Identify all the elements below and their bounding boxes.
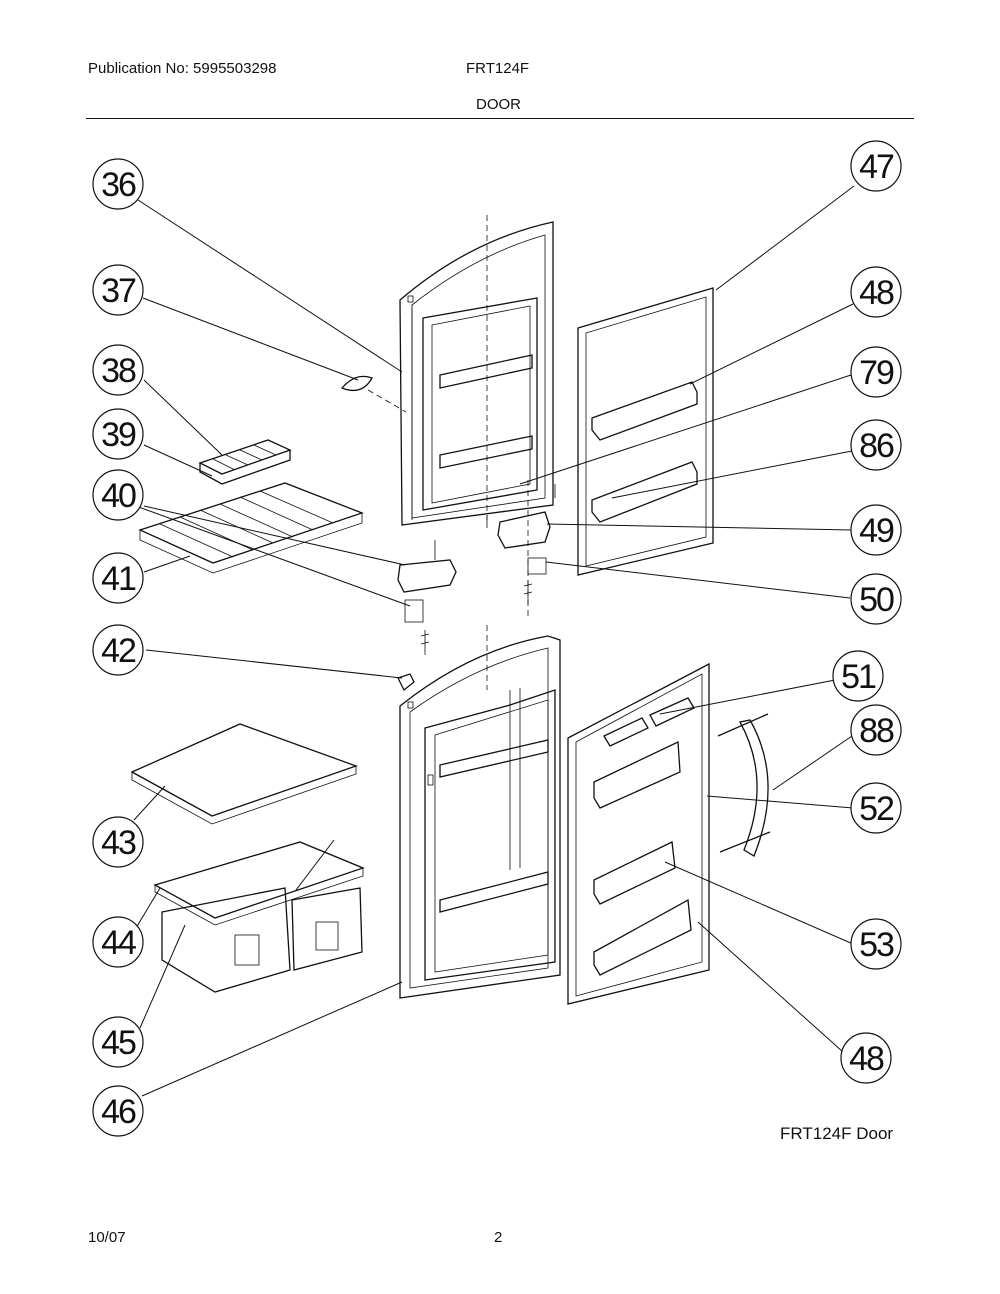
callout-circle: [92, 158, 144, 210]
callout-label: 52: [859, 790, 894, 828]
callout-46: 46: [92, 1085, 144, 1137]
door-handle: [717, 713, 771, 857]
callout-label: 53: [859, 926, 894, 964]
callout-circle: [840, 1032, 892, 1084]
callout-label: 45: [101, 1024, 136, 1062]
callout-49: 49: [850, 504, 902, 556]
callout-label: 36: [101, 166, 136, 204]
callout-label: 88: [859, 712, 894, 750]
callout-label: 40: [101, 477, 136, 515]
publication-number: Publication No: 5995503298: [88, 60, 277, 77]
callout-group: 36 37 38 39 40 41 42 43 44 45 46 47 48 79 86 49 50 51 88 52…: [92, 140, 902, 1137]
callout-41: 41: [92, 552, 144, 604]
callout-circle: [92, 1085, 144, 1137]
crisper-cover: [130, 723, 358, 825]
hinge-hardware: [397, 484, 556, 692]
callout-label: 50: [859, 581, 894, 619]
callout-42: 42: [92, 624, 144, 676]
callout-label: 44: [101, 924, 136, 962]
callout-40: 40: [92, 469, 144, 521]
footer-page-number: 2: [494, 1229, 503, 1246]
callout-label: 46: [101, 1093, 136, 1131]
freezer-door-panel: [577, 287, 714, 576]
callout-circle: [92, 344, 144, 396]
callout-51: 51: [832, 650, 884, 702]
ice-tray: [198, 439, 292, 485]
callout-88: 88: [850, 704, 902, 756]
callout-circle: [92, 916, 144, 968]
callout-43: 43: [92, 816, 144, 868]
callout-label: 79: [859, 354, 894, 392]
header-rule: [86, 118, 914, 119]
section-title: DOOR: [476, 96, 521, 113]
callout-circle: [92, 552, 144, 604]
callout-label: 39: [101, 416, 136, 454]
callout-circle: [832, 650, 884, 702]
crisper-drawer: [153, 841, 365, 993]
egg-holder-small: [340, 375, 373, 392]
callout-label: 48: [849, 1040, 884, 1078]
callout-label: 42: [101, 632, 136, 670]
callout-circle: [850, 504, 902, 556]
callout-circle: [92, 1016, 144, 1068]
callout-79: 79: [850, 346, 902, 398]
callout-label: 43: [101, 824, 136, 862]
callout-circle: [850, 140, 902, 192]
callout-44: 44: [92, 916, 144, 968]
callout-47: 47: [850, 140, 902, 192]
wire-shelf: [138, 482, 364, 574]
callout-36: 36: [92, 158, 144, 210]
callout-circle: [850, 266, 902, 318]
callout-label: 48: [859, 274, 894, 312]
callout-circle: [850, 346, 902, 398]
callout-86: 86: [850, 419, 902, 471]
callout-circle: [850, 419, 902, 471]
callout-circle: [92, 408, 144, 460]
callout-48: 48: [840, 1032, 892, 1084]
callout-45: 45: [92, 1016, 144, 1068]
callout-circle: [92, 469, 144, 521]
callout-circle: [92, 816, 144, 868]
callout-label: 86: [859, 427, 894, 465]
assembly-axes: [367, 215, 529, 690]
fresh-food-door-panel: [567, 662, 710, 1005]
callout-circle: [850, 573, 902, 625]
footer-date: 10/07: [88, 1229, 126, 1246]
fresh-food-door-liner: [399, 635, 561, 999]
callout-label: 41: [101, 560, 136, 598]
callout-label: 49: [859, 512, 894, 550]
model-number: FRT124F: [466, 60, 530, 77]
callout-circle: [850, 782, 902, 834]
callout-label: 38: [101, 352, 136, 390]
callout-circle: [850, 704, 902, 756]
diagram-caption: FRT124F Door: [780, 1124, 894, 1143]
callout-circle: [92, 624, 144, 676]
callout-label: 51: [841, 658, 876, 696]
freezer-door-liner: [399, 221, 554, 526]
callout-39: 39: [92, 408, 144, 460]
callout-circle: [850, 918, 902, 970]
callout-38: 38: [92, 344, 144, 396]
callout-48: 48: [850, 266, 902, 318]
callout-circle: [92, 264, 144, 316]
leader-lines: [133, 185, 858, 1097]
callout-label: 47: [859, 148, 894, 186]
callout-37: 37: [92, 264, 144, 316]
callout-50: 50: [850, 573, 902, 625]
callout-label: 37: [101, 272, 136, 310]
callout-52: 52: [850, 782, 902, 834]
callout-53: 53: [850, 918, 902, 970]
